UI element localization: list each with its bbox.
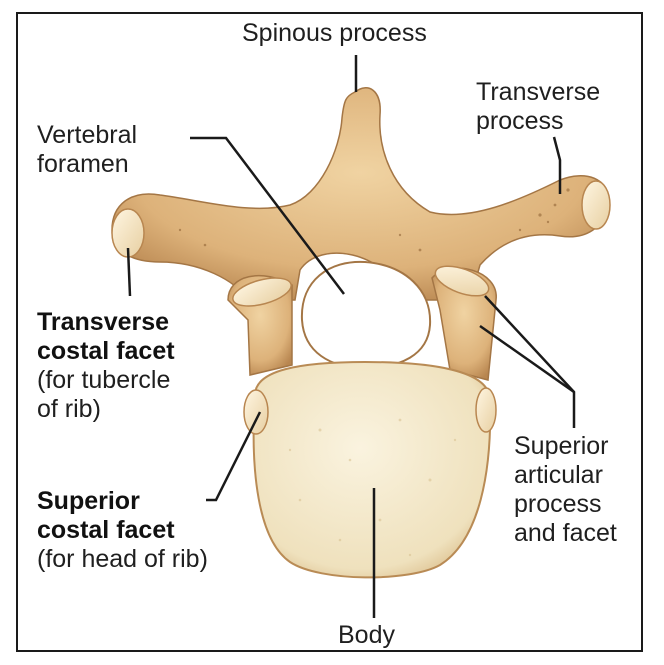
superior-articular-facet-left	[232, 277, 292, 307]
label-spinous-process: Spinous process	[242, 19, 427, 47]
figure-frame	[16, 12, 643, 652]
leader-transverse	[552, 136, 562, 194]
vertebral-body	[252, 360, 492, 579]
superior-costal-facet-left	[243, 389, 269, 435]
superior-articular-facet-right	[434, 265, 490, 297]
label-vertebral-foramen: Vertebral foramen	[37, 121, 138, 178]
leader-lines	[126, 55, 576, 618]
vertebral-arch	[111, 87, 609, 301]
body-texture	[288, 418, 457, 557]
label-body: Body	[338, 621, 395, 649]
leader-transverse-costal	[126, 247, 132, 297]
leader-vertebral-foramen	[190, 136, 345, 295]
superior-costal-facet-right	[475, 387, 497, 433]
leader-superior-articular-b	[479, 324, 575, 394]
leader-superior-costal	[206, 411, 262, 502]
label-superior-costal-facet: Superior costal facet (for head of rib)	[37, 487, 208, 573]
label-superior-articular-process: Superior articular process and facet	[514, 432, 617, 547]
label-transverse-costal-facet: Transverse costal facet (for tubercle of…	[37, 308, 175, 423]
transverse-costal-facet-right	[581, 180, 611, 230]
label-transverse-process: Transverse process	[476, 78, 601, 135]
